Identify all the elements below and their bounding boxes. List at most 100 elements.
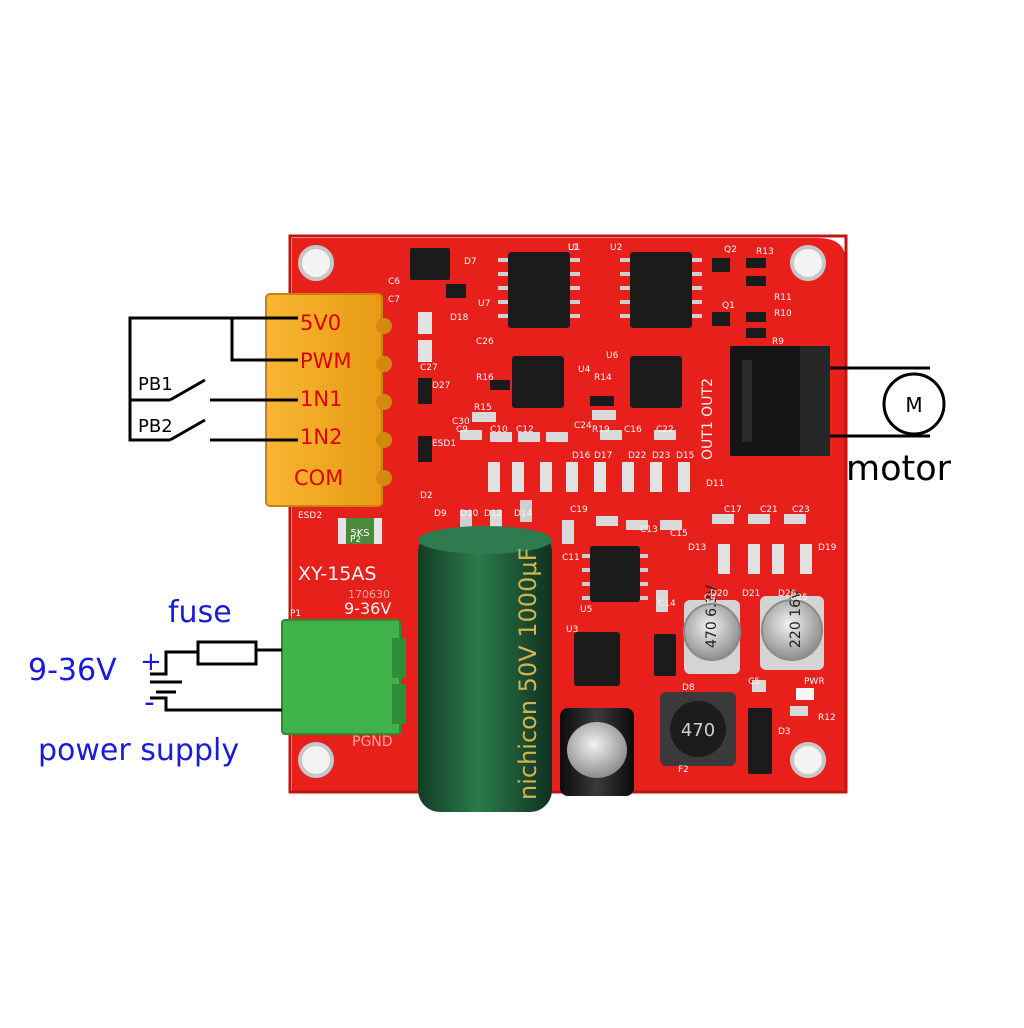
ic-chips (410, 248, 772, 774)
ic-u4 (512, 356, 564, 408)
switch-label-pb1: PB1 (138, 374, 173, 395)
terminal-label-in1: 1N1 (300, 387, 342, 411)
silkscreen-designator: R13 (756, 247, 774, 257)
silkscreen-designator: L1 (568, 243, 579, 253)
board-voltage: 9-36V (344, 599, 391, 618)
silkscreen-designator: U3 (566, 625, 578, 635)
silkscreen-designator: D2 (420, 491, 433, 501)
out-label: OUT1 OUT2 (700, 378, 716, 460)
silkscreen-designator: C7 (388, 295, 400, 305)
silkscreen-designator: C23 (792, 505, 810, 515)
small-capacitor (560, 708, 634, 796)
silkscreen-designator: Q1 (722, 301, 735, 311)
silkscreen-designator: C25 (790, 593, 808, 603)
inductor-l1: 470 (660, 692, 736, 766)
silkscreen-designator: D11 (706, 479, 724, 489)
inductor-mark: 470 (681, 720, 715, 741)
diode-d7 (748, 708, 772, 774)
silkscreen-designator: C14 (658, 599, 676, 609)
silkscreen-designator: D18 (450, 313, 469, 323)
silkscreen-designator: D3 (778, 727, 791, 737)
silkscreen-designator: C10 (490, 425, 508, 435)
silkscreen-designator: D10 (460, 509, 479, 519)
ic-u5 (590, 546, 640, 602)
silkscreen-designator: D7 (464, 257, 477, 267)
mounting-hole (298, 245, 334, 281)
silkscreen-designator: C9 (456, 425, 468, 435)
input-terminal-block (265, 293, 392, 507)
terminal-label-5v0: 5V0 (300, 311, 341, 335)
silkscreen-designator: C21 (760, 505, 778, 515)
silkscreen-designator: D13 (688, 543, 706, 553)
board-fuse-mark: 5KS (350, 528, 369, 539)
terminal-label-com: COM (294, 466, 343, 490)
silkscreen-designator: ESD1 (432, 439, 456, 449)
silkscreen-designator: C27 (420, 363, 438, 373)
terminal-labels: 5V0 PWM 1N1 1N2 COM (294, 311, 352, 490)
silkscreen-designator: D14 (514, 509, 533, 519)
power-wiring (150, 640, 282, 712)
silkscreen-designator: C30 (452, 417, 470, 427)
silkscreen-designator: D15 (676, 451, 694, 461)
silkscreen-designator: D23 (652, 451, 670, 461)
pwr-led-label: PWR (804, 677, 825, 687)
board-pgnd: PGND (352, 734, 393, 750)
silkscreen-designator: P2 (350, 535, 361, 545)
silkscreen-designator: D21 (742, 589, 760, 599)
motor-symbol: M (882, 372, 946, 436)
power-connector (281, 619, 406, 735)
output-terminal-block (730, 346, 830, 456)
silkscreen-designator: R9 (772, 337, 784, 347)
smd-capacitor-left: 470 6.3V (683, 585, 741, 674)
silkscreen-designator: R16 (476, 373, 494, 383)
ic-pins (498, 258, 702, 600)
motor-symbol-letter: M (905, 393, 922, 417)
silkscreen-designator: C5 (748, 677, 760, 687)
silkscreen-designator: U5 (580, 605, 592, 615)
silkscreen-designator: D16 (572, 451, 591, 461)
silkscreen-designator: C16 (624, 425, 642, 435)
silkscreen-designator: P1 (290, 609, 301, 619)
terminal-label-pwm: PWM (300, 349, 352, 373)
diode-d9 (654, 634, 676, 676)
silkscreen-designator: R10 (774, 309, 792, 319)
ic-d8 (410, 248, 450, 280)
silkscreen-designator: R11 (774, 293, 792, 303)
switch-label-pb2: PB2 (138, 416, 173, 437)
ic-u1 (508, 252, 570, 328)
silkscreen-designator: U4 (578, 365, 591, 375)
silkscreen-designator: C26 (476, 337, 494, 347)
silkscreen-designator: C19 (570, 505, 588, 515)
silkscreen-designator: D17 (594, 451, 612, 461)
silkscreen-designator: D22 (628, 451, 646, 461)
silkscreen-designator: R14 (594, 373, 612, 383)
power-supply-label: power supply (38, 733, 239, 768)
silkscreen-designator: D19 (818, 543, 837, 553)
silkscreen-designator: C4 (704, 593, 716, 603)
silkscreen-designator: U2 (610, 243, 622, 253)
voltage-label: 9-36V (28, 653, 117, 688)
mounting-hole (790, 742, 826, 778)
silkscreen-designator: F2 (678, 765, 689, 775)
silkscreen-designator: U6 (606, 351, 619, 361)
motor-wiring (830, 366, 930, 438)
motor-label: motor (846, 449, 952, 489)
smd-capacitor-right: 220 16V (760, 589, 824, 670)
polarity-minus: - (144, 685, 155, 720)
silkscreen-designator: C17 (724, 505, 742, 515)
silkscreen-designator: D9 (434, 509, 447, 519)
silkscreen-designator: D26 (778, 589, 797, 599)
board-date-code: 170630 (348, 588, 390, 601)
ic-u2 (630, 252, 692, 328)
board-silkscreen: XY-15AS 170630 9-36V PGND PWR (298, 563, 825, 750)
silkscreen-designator: C15 (670, 529, 688, 539)
silkscreen-designator: C24 (574, 421, 592, 431)
silkscreen-designator: R12 (818, 713, 836, 723)
board-fuse: 5KS (338, 518, 382, 544)
cap-left-value: 470 6.3V (704, 585, 720, 648)
silkscreen-designator: D20 (710, 589, 729, 599)
big-capacitor-text: nichicon 50V 1000μF (514, 548, 542, 800)
silkscreen-designator: D12 (484, 509, 502, 519)
